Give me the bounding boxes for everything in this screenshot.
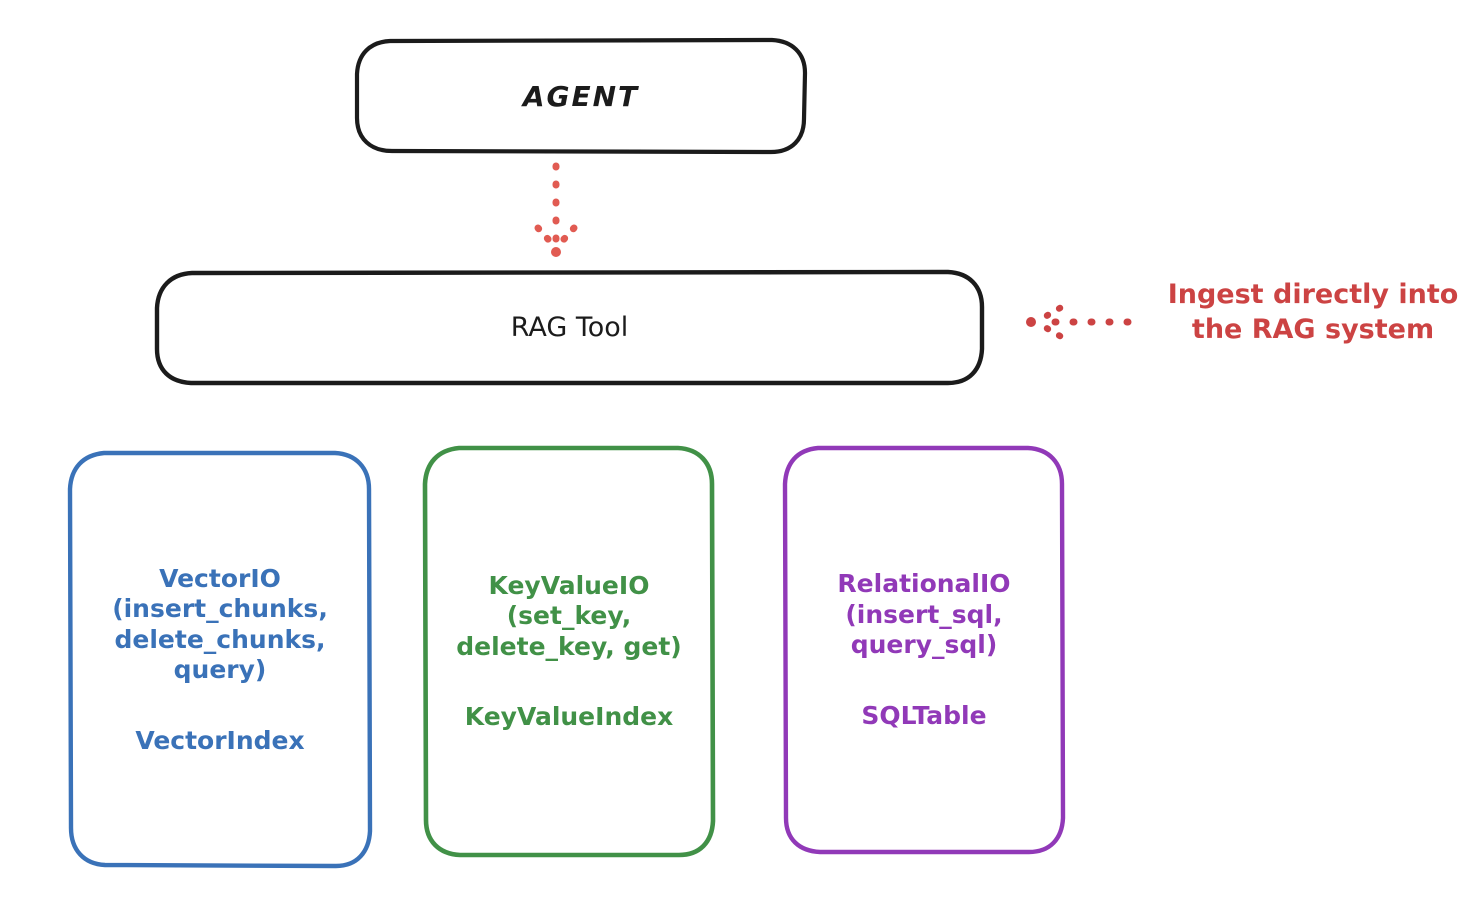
relational-io-node[interactable]: RelationalIO (insert_sql, query_sql) SQL… — [785, 447, 1063, 852]
ingest-annotation-label: Ingest directly into the RAG system — [1167, 279, 1459, 345]
relational-io-box-outline — [782, 445, 1066, 855]
ingest-connector — [1026, 304, 1132, 340]
agent-to-rag-tool-connector — [534, 162, 578, 257]
key-value-io-box-outline — [422, 445, 716, 858]
key-value-io-node[interactable]: KeyValueIO (set_key, delete_key, get) Ke… — [425, 447, 713, 855]
rag-tool-node[interactable]: RAG Tool — [157, 272, 982, 383]
vector-io-node[interactable]: VectorIO (insert_chunks, delete_chunks, … — [70, 452, 370, 866]
relational-io-index-label: SQLTable — [861, 700, 987, 730]
rag-tool-label: RAG Tool — [510, 312, 629, 343]
vector-io-index-label: VectorIndex — [135, 725, 305, 755]
agent-box-outline — [354, 37, 808, 155]
relational-io-api-label: RelationalIO (insert_sql, query_sql) — [837, 569, 1011, 660]
key-value-io-api-label: KeyValueIO (set_key, delete_key, get) — [456, 570, 682, 661]
key-value-io-index-label: KeyValueIndex — [464, 702, 674, 732]
vector-io-box-outline — [67, 450, 373, 869]
agent-node[interactable]: AGENT — [357, 40, 805, 152]
agent-label: AGENT — [522, 79, 640, 113]
vector-io-api-label: VectorIO (insert_chunks, delete_chunks, … — [112, 563, 328, 685]
rag-tool-box-outline — [154, 269, 985, 386]
